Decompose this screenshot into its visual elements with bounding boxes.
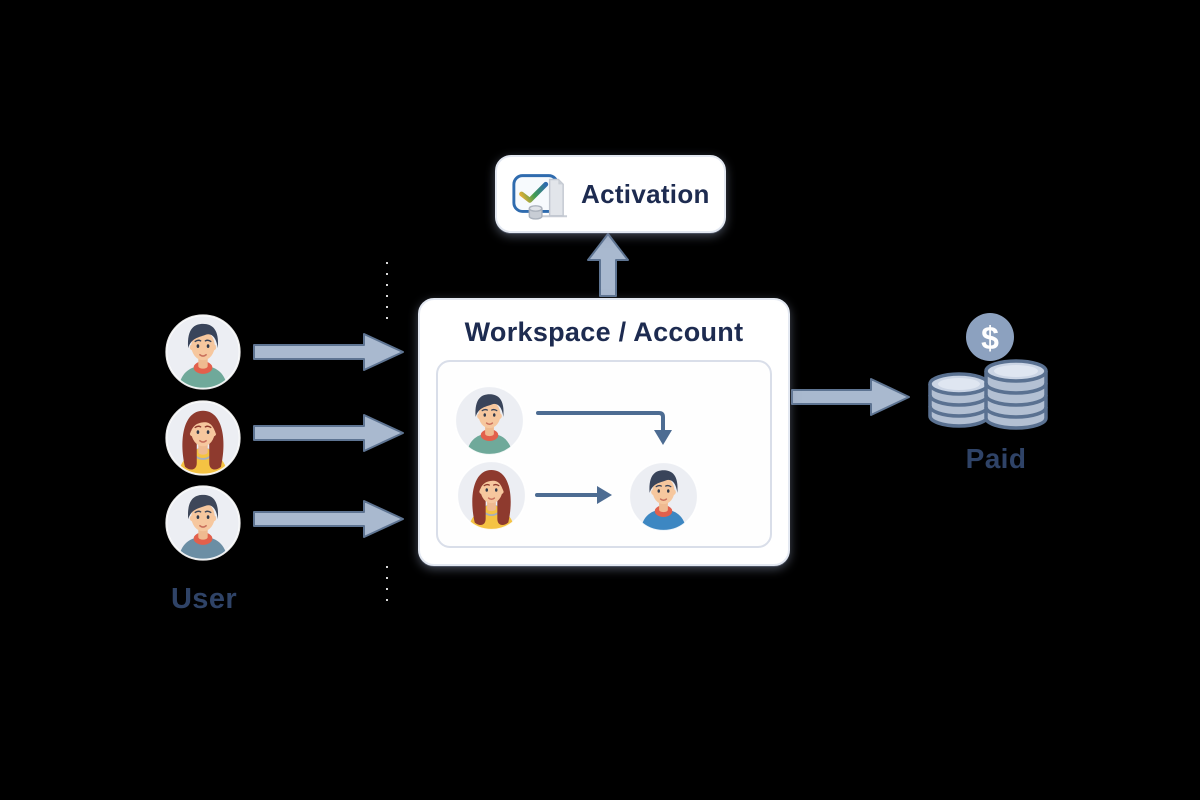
arrow-user3-to-workspace xyxy=(253,500,404,538)
coin-stack-right xyxy=(984,359,1048,430)
arrow-shape xyxy=(253,333,404,371)
user-avatar-teal-man xyxy=(164,313,242,391)
activation-report-icon xyxy=(512,174,568,220)
coin-stack-left xyxy=(928,372,990,428)
activation-card: Activation xyxy=(495,155,726,233)
workspace-flow-arrows xyxy=(535,411,672,504)
arrow-shape xyxy=(791,378,910,416)
arrow-workspace-to-paid xyxy=(791,378,910,416)
arrow-shape xyxy=(253,500,404,538)
activation-label: Activation xyxy=(581,178,710,209)
checkmark xyxy=(519,181,549,203)
user-avatar-slate-man xyxy=(164,484,242,562)
arrow-user2-to-workspace xyxy=(253,414,404,452)
dollar-badge xyxy=(966,313,1014,361)
member-avatar-blue-man xyxy=(627,460,700,533)
member-avatar-yellow-woman xyxy=(455,459,528,532)
user-label: User xyxy=(170,583,238,615)
arrow-shape xyxy=(587,233,629,297)
workspace-title: Workspace / Account xyxy=(464,317,744,347)
dollar-sign: $ xyxy=(981,320,999,356)
user-avatar-yellow-woman xyxy=(164,399,242,477)
elbow-arrow-member1-to-member3 xyxy=(536,411,672,445)
dotted-divider-bottom xyxy=(386,566,388,604)
paid-label: Paid xyxy=(965,443,1027,474)
document-shape xyxy=(548,178,564,217)
arrow-user1-to-workspace xyxy=(253,333,404,371)
arrow-shape xyxy=(253,414,404,452)
member-avatar-teal-man xyxy=(453,384,526,457)
coin-stacks-icon: $ xyxy=(928,313,1048,430)
arrow-workspace-to-activation xyxy=(587,233,629,297)
straight-arrow-member2-to-member3 xyxy=(535,486,612,504)
dotted-divider-top xyxy=(386,262,388,326)
